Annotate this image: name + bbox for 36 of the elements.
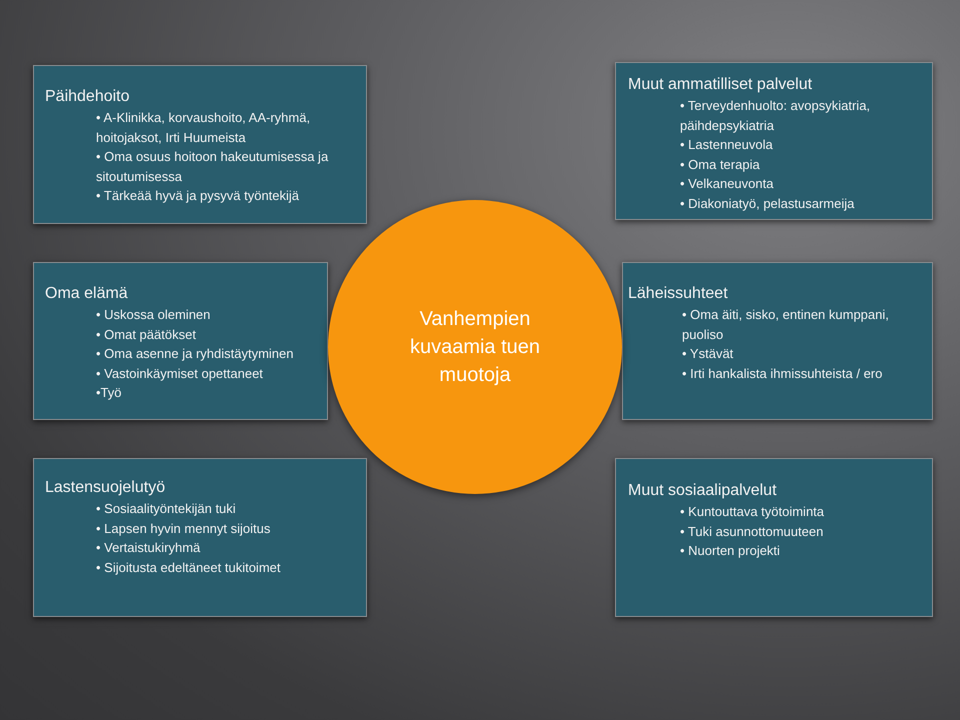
list-item: • Oma terapia bbox=[680, 156, 761, 174]
card-heading: Muut sosiaalipalvelut bbox=[628, 482, 777, 499]
info-card bbox=[615, 458, 933, 617]
card-heading: Päihdehoito bbox=[45, 88, 130, 105]
info-card bbox=[622, 262, 933, 420]
info-card bbox=[33, 458, 367, 617]
info-card bbox=[33, 65, 367, 224]
circle-label: Vanhempien kuvaamia tuen muotoja bbox=[408, 307, 542, 388]
list-item: • Vertaistukiryhmä bbox=[96, 539, 202, 557]
list-item: • Oma äiti, sisko, entinen kumppani, puoliso bbox=[682, 306, 890, 344]
list-item: • Terveydenhuolto: avopsykiatria, päihdepsykiatria bbox=[680, 97, 872, 135]
list-item: • Sosiaalityöntekijän tuki bbox=[96, 500, 237, 518]
list-item: • Vastoinkäymiset opettaneet bbox=[96, 364, 264, 383]
list-item: • Velkaneuvonta bbox=[680, 175, 774, 193]
list-item: • Sijoitusta edeltäneet tukitoimet bbox=[96, 558, 282, 577]
card-heading: Muut ammatilliset palvelut bbox=[628, 76, 812, 93]
list-item: • Lapsen hyvin mennyt sijoitus bbox=[96, 520, 272, 538]
list-item: • Irti hankalista ihmissuhteista / ero bbox=[682, 364, 884, 382]
list-item: • Oma osuus hoitoon hakeutumisessa ja sitoutumisessa bbox=[96, 148, 330, 186]
info-card bbox=[33, 262, 328, 420]
list-item: • Ystävät bbox=[682, 345, 734, 363]
list-item: •Työ bbox=[96, 384, 123, 402]
list-item: • Kuntouttava työtoiminta bbox=[680, 503, 826, 521]
list-item: • A-Klinikka, korvaushoito, AA-ryhmä, hoitojaksot, Irti Huumeista bbox=[96, 109, 312, 147]
list-item: • Tuki asunnottomuuteen bbox=[680, 522, 824, 540]
list-item: • Tärkeää hyvä ja pysyvä työntekijä bbox=[96, 187, 300, 205]
list-item: • Oma asenne ja ryhdistäytyminen bbox=[96, 345, 294, 363]
list-item: • Nuorten projekti bbox=[680, 542, 781, 560]
card-heading: Oma elämä bbox=[45, 285, 128, 302]
list-item: • Uskossa oleminen bbox=[96, 306, 212, 324]
list-item: • Omat päätökset bbox=[96, 326, 197, 344]
info-card bbox=[615, 62, 933, 220]
card-heading: Lastensuojelutyö bbox=[45, 479, 166, 496]
card-heading: Läheissuhteet bbox=[628, 285, 728, 302]
list-item: • Diakoniatyö, pelastusarmeija bbox=[680, 194, 856, 213]
list-item: • Lastenneuvola bbox=[680, 136, 774, 154]
